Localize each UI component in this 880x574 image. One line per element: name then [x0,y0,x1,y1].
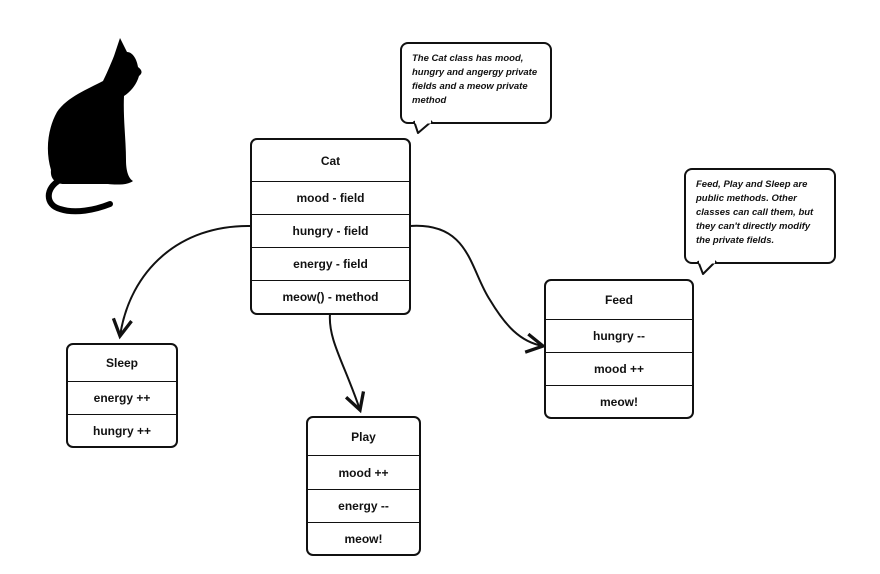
feed-title: Feed [604,293,633,307]
cat-class-note-text: The Cat class has mood, hungry and anger… [412,53,538,106]
play-title: Play [351,429,376,444]
play-row-meow: meow! [308,522,419,554]
sleep-box: Sleep energy ++ hungry ++ [66,343,178,448]
feed-row-hungry: hungry -- [546,319,692,352]
arrow-cat-to-play [328,313,366,414]
feed-box: Feed hungry -- mood ++ meow! [544,279,694,419]
cat-method-meow: meow() - method [252,280,409,313]
sleep-row-hungry: hungry ++ [68,414,176,446]
cat-class-note-bubble: The Cat class has mood, hungry and anger… [400,42,552,124]
cat-field-mood: mood - field [252,181,409,214]
play-row-mood: mood ++ [308,455,419,489]
arrow-cat-to-sleep [111,224,251,340]
methods-note-text: Feed, Play and Sleep are public methods.… [696,179,814,246]
cat-field-hungry: hungry - field [252,214,409,247]
arrow-cat-to-feed [409,224,547,354]
play-row-energy: energy -- [308,489,419,522]
feed-row-mood: mood ++ [546,352,692,385]
cat-class-box: Cat mood - field hungry - field energy -… [250,138,411,315]
play-box: Play mood ++ energy -- meow! [306,416,421,556]
feed-row-meow: meow! [546,385,692,417]
methods-note-bubble: Feed, Play and Sleep are public methods.… [684,168,836,264]
cat-class-title: Cat [320,153,341,168]
sleep-title: Sleep [105,356,138,370]
sleep-row-energy: energy ++ [68,381,176,414]
cat-field-energy: energy - field [252,247,409,280]
